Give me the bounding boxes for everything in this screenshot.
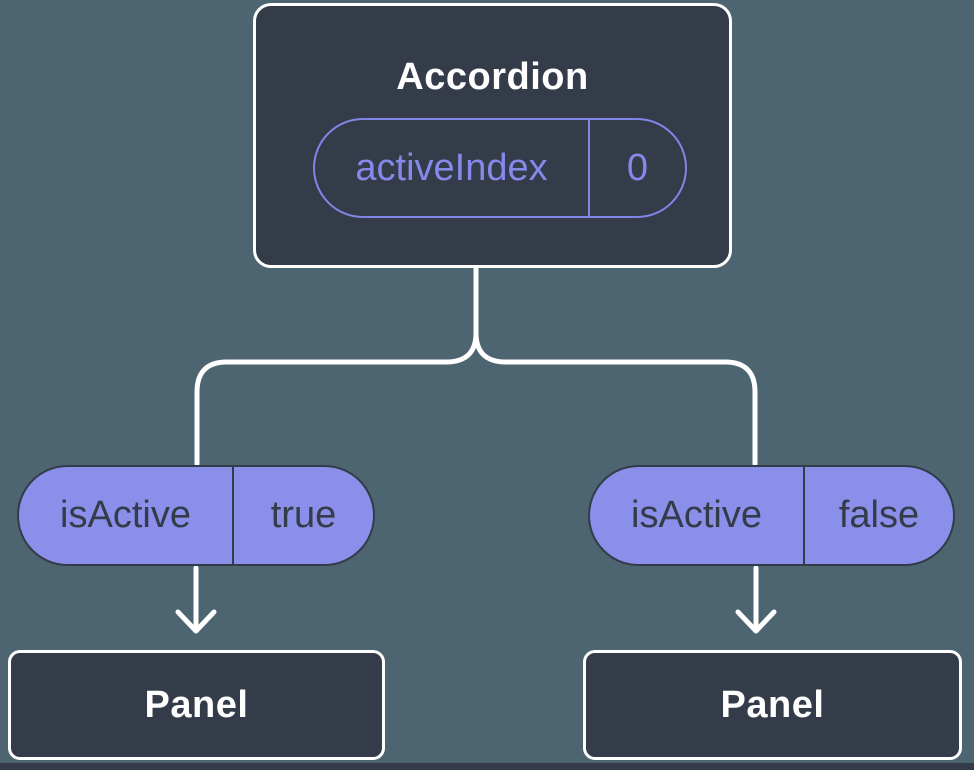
connector-root-to-right (473, 264, 758, 467)
node-panel-title: Panel (720, 683, 825, 726)
prop-pill-left: isActive true (17, 465, 375, 566)
state-name: activeIndex (315, 120, 590, 216)
arrow-down-left-icon (175, 609, 217, 634)
node-accordion: Accordion activeIndex 0 (253, 3, 732, 268)
bottom-cropped-strip (0, 763, 974, 770)
prop-value: false (838, 494, 920, 536)
connector-root-to-left (194, 264, 479, 467)
prop-name: isActive (590, 467, 805, 564)
node-accordion-title: Accordion (396, 56, 589, 98)
node-panel-left: Panel (8, 650, 385, 760)
state-value: 0 (626, 146, 649, 189)
node-panel-title: Panel (144, 683, 249, 726)
prop-pill-right: isActive false (588, 465, 955, 566)
prop-name: isActive (19, 467, 234, 564)
prop-value: true (270, 494, 337, 536)
state-pill-activeindex: activeIndex 0 (313, 118, 687, 218)
node-panel-right: Panel (583, 650, 962, 760)
arrow-down-right-icon (735, 609, 777, 634)
